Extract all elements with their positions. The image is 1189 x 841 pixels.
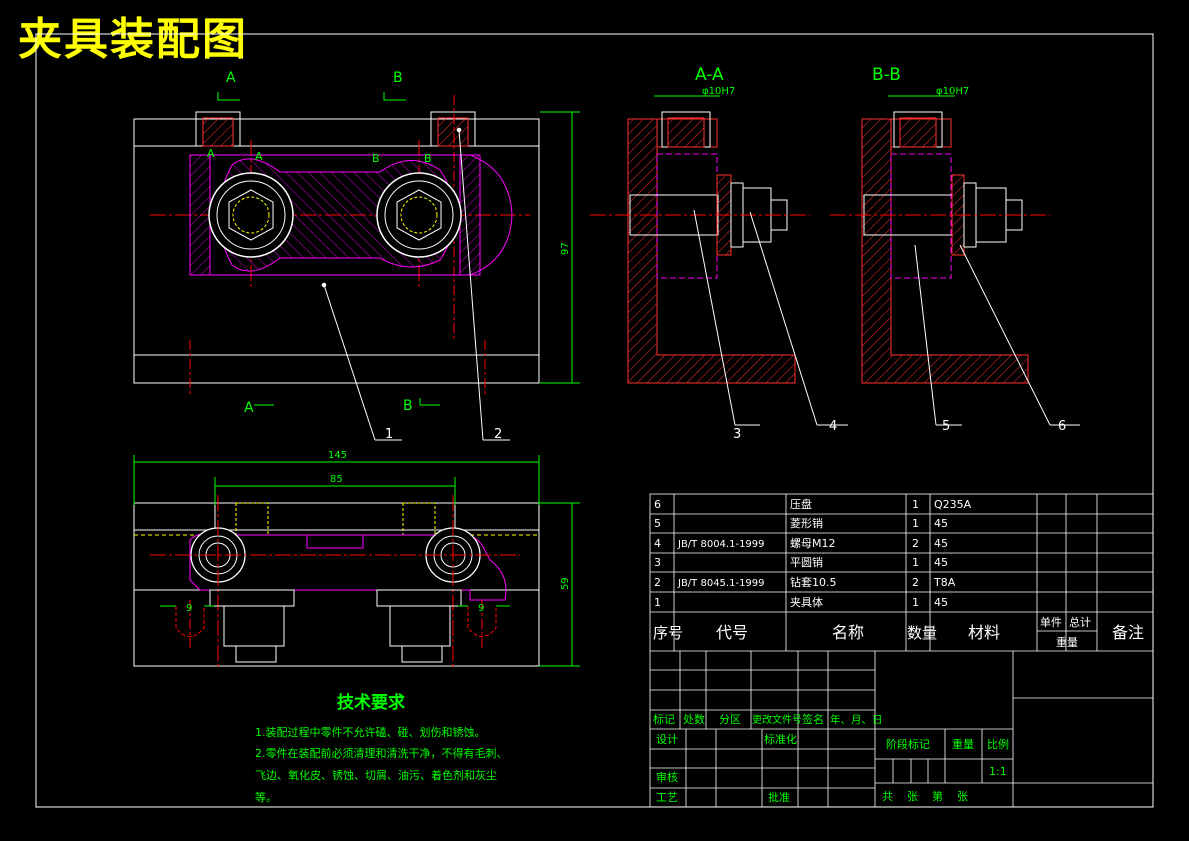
bom-header: 序号 代号 名称 数量 材料 单件 总计 重量 备注 <box>653 615 1144 649</box>
tb-approve: 批准 <box>768 790 790 804</box>
dimension-front: 145 85 59 9 9 <box>133 450 580 667</box>
bom-row-qty: 2 <box>912 576 919 589</box>
front-view <box>133 495 540 670</box>
tb-count: 处数 <box>683 713 705 726</box>
header-no: 序号 <box>653 624 683 642</box>
header-qty: 数量 <box>907 624 937 642</box>
section-bb-label: B-B <box>872 65 901 85</box>
tb-process: 工艺 <box>656 791 678 804</box>
tb-change-doc: 更改文件号 <box>752 713 802 726</box>
tb-mark: 标记 <box>653 712 675 726</box>
balloon-1: 1 <box>385 427 393 442</box>
bom-row-material: Q235A <box>934 498 972 511</box>
drawing-frame <box>35 33 1154 808</box>
bom-row-qty: 1 <box>912 596 919 609</box>
bom-row-no: 1 <box>654 596 661 609</box>
bom-row-qty: 1 <box>912 498 919 511</box>
fit-bb: φ10H7 <box>936 86 969 97</box>
bom-row-material: 45 <box>934 556 948 569</box>
dimension-height: 97 <box>540 111 580 384</box>
section-bb-view: B-B φ10H7 <box>830 65 1080 426</box>
header-name: 名称 <box>832 623 864 642</box>
tech-requirement-line: 等。 <box>255 791 277 804</box>
tech-requirements-title: 技术要求 <box>337 693 405 713</box>
bom-row-name: 压盘 <box>790 497 812 511</box>
section-b-bottom: B <box>403 398 413 414</box>
tech-requirement-line: 1.装配过程中零件不允许磕、碰、划伤和锈蚀。 <box>255 726 486 739</box>
tb-sheets: 共 张 第 张 <box>882 789 968 803</box>
bom-row-name: 钻套10.5 <box>790 575 837 589</box>
tb-date: 年、月、日 <box>830 713 883 726</box>
bom-row-name: 平圆销 <box>790 555 823 569</box>
bom-row-qty: 1 <box>912 556 919 569</box>
section-markers: A B A B A A B B <box>207 70 440 416</box>
tb-sign: 签名 <box>802 712 824 726</box>
tb-stage-mark: 阶段标记 <box>886 737 930 751</box>
dim-9-left: 9 <box>186 603 192 614</box>
bom-row-code: JB/T 8004.1-1999 <box>677 539 765 550</box>
header-single: 单件 <box>1040 616 1062 629</box>
header-remark: 备注 <box>1112 623 1144 642</box>
balloon-3: 3 <box>733 427 741 442</box>
bom-row-material: 45 <box>934 537 948 550</box>
bom-row-no: 6 <box>654 498 661 511</box>
bom-row-material: 45 <box>934 596 948 609</box>
fit-aa: φ10H7 <box>702 86 735 97</box>
bom-row-material: T8A <box>933 576 956 589</box>
bom-rows: 6 压盘 1 Q235A 5 菱形销 1 45 4 JB/T 8004.1-19… <box>654 497 972 609</box>
dim-145: 145 <box>328 450 347 461</box>
tb-scale: 比例 <box>987 737 1009 751</box>
bom-row-qty: 2 <box>912 537 919 550</box>
title-block-grid <box>650 651 1153 807</box>
tb-standard: 标准化 <box>764 732 797 746</box>
tb-zone: 分区 <box>719 713 741 726</box>
tb-review: 审核 <box>656 770 678 784</box>
balloon-6: 6 <box>1058 419 1066 434</box>
bom-row-material: 45 <box>934 517 948 530</box>
section-a-bottom: A <box>244 400 254 416</box>
bom-row-code: JB/T 8045.1-1999 <box>677 578 765 589</box>
bom-row-name: 夹具体 <box>790 595 823 609</box>
tech-requirement-line: 飞边、氧化皮、锈蚀、切屑、油污、着色剂和灰尘 <box>255 769 497 782</box>
tb-scale-value: 1:1 <box>989 765 1007 778</box>
dim-59: 59 <box>560 577 571 590</box>
bom-row-no: 4 <box>654 537 661 550</box>
header-material: 材料 <box>968 623 1000 642</box>
dim-97: 97 <box>560 242 571 255</box>
section-b-top: B <box>393 70 403 86</box>
section-aa-label: A-A <box>695 65 724 85</box>
section-a-top: A <box>226 70 236 86</box>
section-a-inner-1: A <box>207 147 215 160</box>
bom-row-name: 螺母M12 <box>790 537 836 550</box>
bom-table <box>649 493 1154 808</box>
section-aa-view: A-A φ10H7 <box>590 65 848 426</box>
tb-weight: 重量 <box>952 737 974 751</box>
balloon-5: 5 <box>942 419 950 434</box>
bom-row-qty: 1 <box>912 517 919 530</box>
bom-row-name: 菱形销 <box>790 516 823 530</box>
dim-9-right: 9 <box>478 603 484 614</box>
top-view <box>133 95 540 395</box>
leaders-top <box>321 127 510 441</box>
tb-design: 设计 <box>656 733 678 746</box>
section-a-inner-2: A <box>255 150 263 163</box>
dim-85: 85 <box>330 474 343 485</box>
title-block-text: 标记 处数 分区 更改文件号 签名 年、月、日 设计 标准化 阶段标记 重量 比… <box>653 712 1009 804</box>
drawing-title: 夹具装配图 <box>18 14 248 65</box>
balloon-2: 2 <box>494 427 502 442</box>
section-b-inner-1: B <box>372 152 380 165</box>
balloon-4: 4 <box>829 419 837 434</box>
bom-row-no: 2 <box>654 576 661 589</box>
header-code: 代号 <box>716 623 748 642</box>
header-weight: 重量 <box>1056 635 1078 649</box>
bom-row-no: 3 <box>654 556 661 569</box>
bom-row-no: 5 <box>654 517 661 530</box>
tech-requirement-line: 2.零件在装配前必须清理和清洗干净，不得有毛刺、 <box>255 747 508 760</box>
section-b-inner-2: B <box>424 152 432 165</box>
header-total: 总计 <box>1069 615 1091 629</box>
